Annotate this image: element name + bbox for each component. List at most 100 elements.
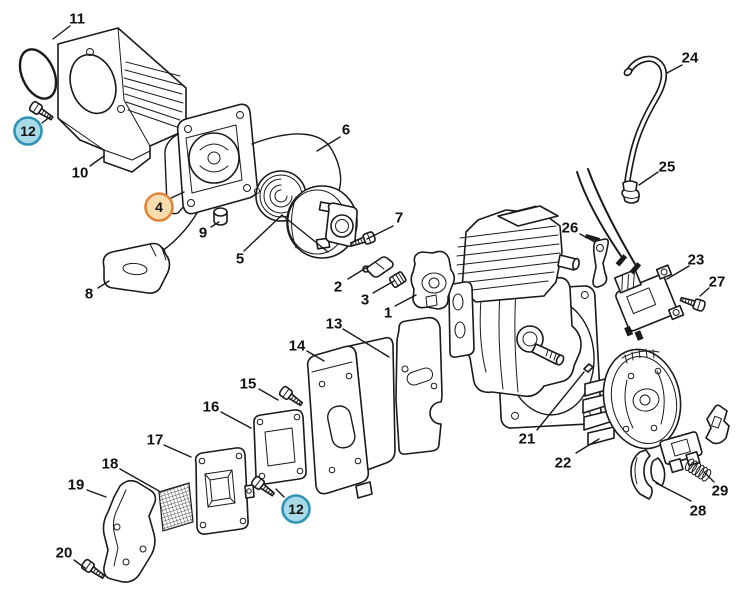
- callout-9[interactable]: 9: [199, 221, 220, 241]
- part-ignition-wires: [576, 168, 642, 275]
- callout-number-23: 23: [688, 251, 705, 268]
- callout-number-10: 10: [72, 164, 89, 181]
- callout-leader-15: [258, 388, 279, 401]
- callout-27[interactable]: 27: [699, 273, 725, 297]
- callout-6[interactable]: 6: [316, 121, 350, 152]
- callout-number-4: 4: [155, 199, 163, 215]
- callout-25[interactable]: 25: [638, 158, 676, 186]
- part-17-spark-arrester-flange: [194, 447, 255, 535]
- part-9-rope-bushing: [213, 207, 228, 226]
- callout-1[interactable]: 1: [384, 294, 417, 321]
- callout-number-22: 22: [555, 454, 572, 471]
- callout-leader-14: [306, 350, 325, 362]
- callout-number-24: 24: [682, 49, 699, 66]
- part-18-screen: [158, 482, 194, 532]
- callout-23[interactable]: 23: [666, 251, 705, 280]
- callout-leader-12b: [275, 488, 285, 498]
- callout-number-21: 21: [519, 430, 536, 447]
- callout-19[interactable]: 19: [68, 476, 107, 498]
- part-27-screw: [678, 293, 707, 313]
- callout-number-25: 25: [659, 158, 676, 175]
- callout-leader-22: [575, 438, 600, 454]
- callout-5[interactable]: 5: [236, 214, 329, 267]
- callout-18[interactable]: 18: [102, 455, 160, 492]
- callout-number-13: 13: [326, 315, 343, 332]
- callout-number-9: 9: [199, 224, 207, 241]
- callout-leader-21: [536, 371, 585, 431]
- callout-17[interactable]: 17: [147, 431, 192, 458]
- callout-highlight-circle-4: [144, 192, 174, 222]
- part-rope-rotor: [286, 185, 358, 259]
- callout-21[interactable]: 21: [519, 371, 585, 447]
- callout-number-16: 16: [203, 398, 220, 415]
- callout-leader-8: [97, 280, 110, 289]
- callout-2[interactable]: 2: [334, 265, 370, 295]
- callout-15[interactable]: 15: [240, 375, 279, 401]
- callout-number-12a: 12: [20, 123, 36, 139]
- callout-12a[interactable]: 12: [13, 115, 52, 146]
- callout-leader-4: [168, 191, 185, 200]
- callout-number-26: 26: [562, 219, 579, 236]
- part-24-fuel-hose: [623, 55, 668, 186]
- callout-20[interactable]: 20: [56, 544, 86, 569]
- callout-leader-1: [394, 294, 417, 307]
- part-bracket: [705, 404, 730, 445]
- callout-24[interactable]: 24: [666, 49, 699, 74]
- part-25-grommet: [621, 180, 640, 204]
- callout-29[interactable]: 29: [703, 471, 728, 499]
- part-intake-flange: [447, 281, 475, 358]
- callout-leader-7: [366, 225, 394, 240]
- callout-number-20: 20: [56, 544, 73, 561]
- part-11-gasket-ring: [18, 48, 58, 100]
- callout-highlight-circle-12b: [281, 494, 311, 524]
- part-20-screw: [79, 557, 108, 582]
- callout-number-7: 7: [395, 209, 403, 226]
- part-3-pawl-nut: [388, 271, 407, 288]
- callout-13[interactable]: 13: [326, 315, 390, 358]
- callout-7[interactable]: 7: [366, 209, 403, 240]
- callout-22[interactable]: 22: [555, 438, 600, 471]
- callout-28[interactable]: 28: [655, 482, 707, 519]
- callout-11[interactable]: 11: [52, 10, 85, 40]
- callout-leader-2: [347, 265, 370, 280]
- part-pawl-carrier-block: [659, 431, 703, 474]
- part-10-fan-housing-cover: [57, 27, 187, 173]
- callout-12b[interactable]: 12: [275, 488, 311, 524]
- callout-26[interactable]: 26: [562, 219, 596, 243]
- callout-leader-25: [638, 171, 659, 186]
- callout-number-5: 5: [236, 250, 244, 267]
- part-16-gasket: [253, 409, 307, 485]
- callout-3[interactable]: 3: [361, 280, 395, 308]
- callout-14[interactable]: 14: [289, 337, 325, 362]
- part-28-starter-pawl-shoe: [630, 449, 666, 500]
- callout-layer: 1112104695872311314151617181920122122232…: [13, 10, 728, 569]
- part-13-heat-shield: [395, 316, 443, 455]
- callout-number-2: 2: [334, 278, 342, 295]
- callout-leader-20: [73, 559, 86, 569]
- callout-leader-23: [666, 265, 690, 280]
- callout-8[interactable]: 8: [85, 280, 110, 302]
- callout-4[interactable]: 4: [144, 191, 185, 222]
- callout-number-3: 3: [361, 291, 369, 308]
- callout-leader-12a: [41, 115, 52, 124]
- callout-leader-5: [243, 214, 329, 253]
- callout-number-28: 28: [690, 502, 707, 519]
- callout-number-12b: 12: [288, 501, 304, 517]
- callout-leader-28: [655, 482, 692, 502]
- part-8-starter-grip: [102, 242, 171, 294]
- part-4-starter-housing: [164, 103, 259, 215]
- callout-leader-26: [579, 233, 596, 243]
- callout-number-18: 18: [102, 455, 119, 472]
- callout-number-6: 6: [342, 121, 350, 138]
- callout-leader-11: [52, 25, 71, 40]
- callout-16[interactable]: 16: [203, 398, 252, 429]
- callout-leader-24: [666, 64, 683, 74]
- part-15-screw: [277, 384, 306, 410]
- callout-number-15: 15: [240, 375, 257, 392]
- callout-10[interactable]: 10: [72, 155, 105, 181]
- callout-number-14: 14: [289, 337, 306, 354]
- callout-number-1: 1: [384, 304, 392, 321]
- part-14-muffler: [306, 336, 396, 499]
